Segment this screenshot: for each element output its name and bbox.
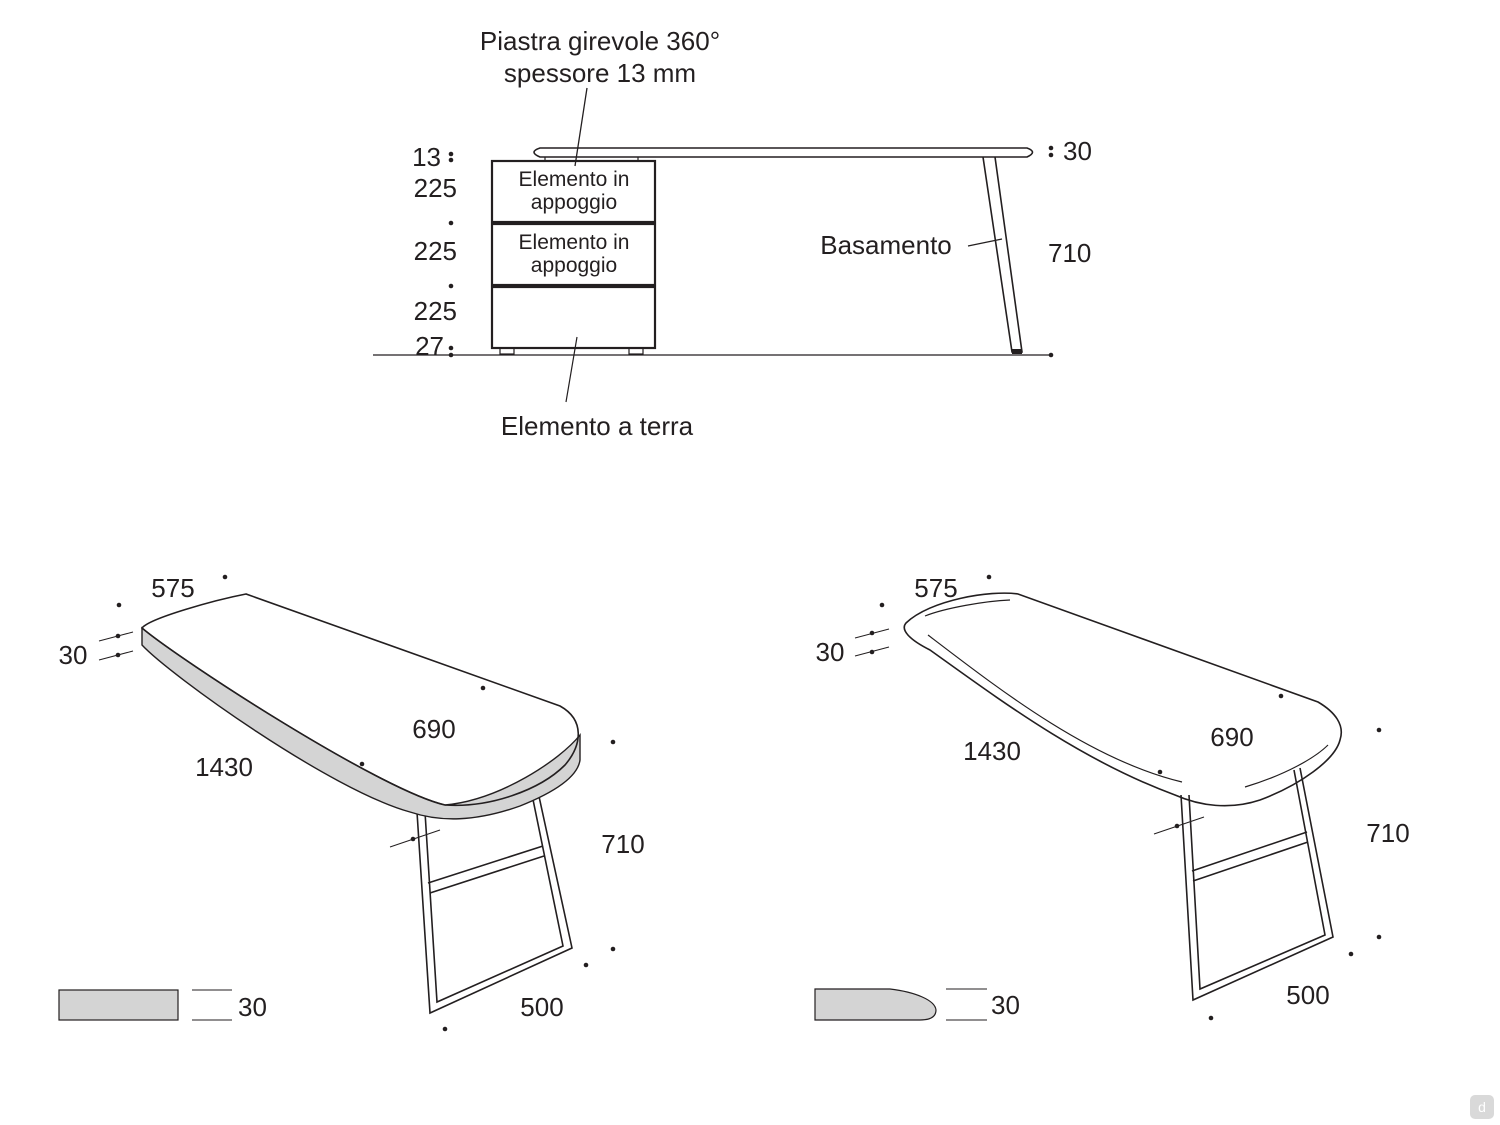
drawer1-line2: appoggio (531, 191, 617, 214)
right-crossbar (1191, 831, 1309, 882)
left-perspective-view: 575 30 690 1430 710 500 30 (58, 573, 645, 1032)
left-dim-30: 30 (59, 640, 88, 670)
left-dim-690: 690 (412, 714, 455, 744)
right-perspective-view: 575 30 690 1430 710 500 30 (814, 573, 1410, 1021)
foot (628, 347, 644, 355)
dim-225-c: 225 (414, 296, 457, 326)
right-frame-inner (1188, 769, 1326, 991)
dim-13: 13 (412, 142, 441, 172)
left-top-surface (140, 593, 579, 807)
right-edge-dim-30: 30 (991, 990, 1020, 1020)
left-edge-dim-30: 30 (238, 992, 267, 1022)
left-edge-profile-square (58, 989, 179, 1021)
left-dim-500: 500 (520, 992, 563, 1022)
plate-label-line1: Piastra girevole 360° (480, 26, 720, 56)
right-dim-1430: 1430 (963, 736, 1021, 766)
right-dim-500: 500 (1286, 980, 1329, 1010)
base-leader (967, 238, 1003, 247)
left-crossbar (427, 845, 545, 894)
ground-leader (565, 336, 578, 403)
plate-label-line2: spessore 13 mm (504, 58, 696, 88)
drawer-upper (490, 159, 657, 224)
elevation-view: Piastra girevole 360° spessore 13 mm Ele… (373, 26, 1092, 441)
base-leg (982, 156, 1023, 353)
right-edge-profile-bevelled (814, 988, 937, 1021)
right-top-surface (903, 592, 1342, 807)
desk-top (533, 147, 1034, 158)
dim-27: 27 (415, 331, 444, 361)
drawer-middle (490, 222, 657, 287)
left-frame-inner (424, 779, 564, 1004)
drawer2-line1: Elemento in (519, 231, 630, 254)
right-dim-575: 575 (914, 573, 957, 603)
right-bevel-lines (924, 599, 1329, 788)
right-dim-30: 30 (816, 637, 845, 667)
dim-225-a: 225 (414, 173, 457, 203)
drawer2-line2: appoggio (531, 254, 617, 277)
left-frame-outer (416, 777, 573, 1015)
dim-30: 30 (1063, 136, 1092, 166)
base-label: Basamento (820, 230, 952, 260)
foot (499, 347, 515, 355)
right-frame-outer (1180, 767, 1334, 1002)
right-dim-710: 710 (1366, 818, 1409, 848)
plate-leader (574, 87, 588, 167)
left-dim-1430: 1430 (195, 752, 253, 782)
left-dim-575: 575 (151, 573, 194, 603)
left-top-edge (141, 626, 581, 820)
dim-225-b: 225 (414, 236, 457, 266)
right-dim-690: 690 (1210, 722, 1253, 752)
drawer1-line1: Elemento in (519, 168, 630, 191)
drawer-ground (490, 285, 657, 350)
brand-logo-badge: d (1470, 1095, 1494, 1119)
dim-710: 710 (1048, 238, 1091, 268)
left-dim-710: 710 (601, 829, 644, 859)
ground-label: Elemento a terra (501, 411, 694, 441)
